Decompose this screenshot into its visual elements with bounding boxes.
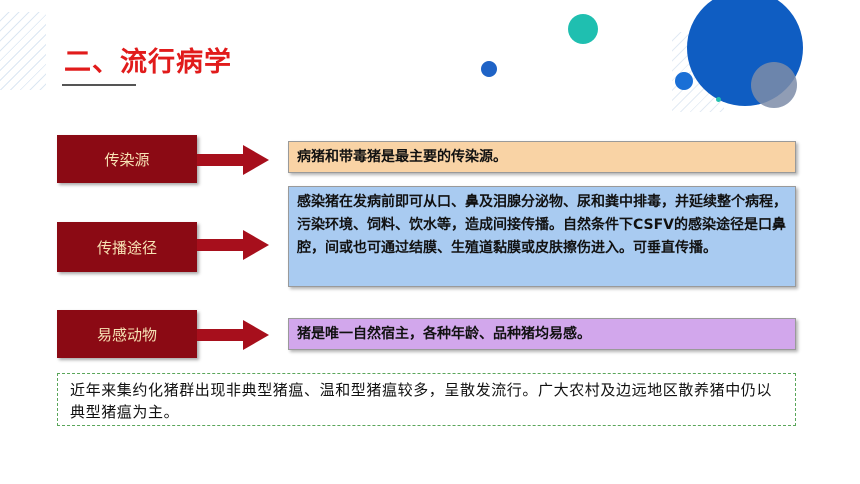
epidemic-trend-note: 近年来集约化猪群出现非典型猪瘟、温和型猪瘟较多，呈散发流行。广大农村及边远地区散…	[57, 373, 796, 426]
decorative-circle-medium-blue	[675, 72, 693, 90]
content-box-susceptible-animals: 猪是唯一自然宿主，各种年龄、品种猪均易感。	[288, 318, 796, 350]
arrow-right-icon	[197, 145, 269, 175]
decorative-dot-teal	[716, 97, 721, 102]
label-text: 传染源	[104, 150, 150, 169]
arrow-right-icon	[197, 230, 269, 260]
page-title: 二、流行病学	[64, 47, 232, 78]
decorative-circle-teal	[568, 14, 598, 44]
label-susceptible-animals: 易感动物	[57, 310, 197, 358]
content-box-transmission-source: 病猪和带毒猪是最主要的传染源。	[288, 141, 796, 173]
decorative-circle-small-blue	[481, 61, 497, 77]
label-transmission-source: 传染源	[57, 135, 197, 183]
label-text: 传播途径	[96, 238, 157, 257]
content-box-transmission-route: 感染猪在发病前即可从口、鼻及泪腺分泌物、尿和粪中排毒，并延续整个病程，污染环境、…	[288, 186, 796, 287]
label-transmission-route: 传播途径	[57, 222, 197, 272]
title-underline	[62, 84, 136, 86]
decorative-hatch-top-left	[0, 12, 46, 90]
arrow-right-icon	[197, 320, 269, 350]
decorative-circle-grey	[751, 62, 797, 108]
label-text: 易感动物	[96, 325, 157, 344]
